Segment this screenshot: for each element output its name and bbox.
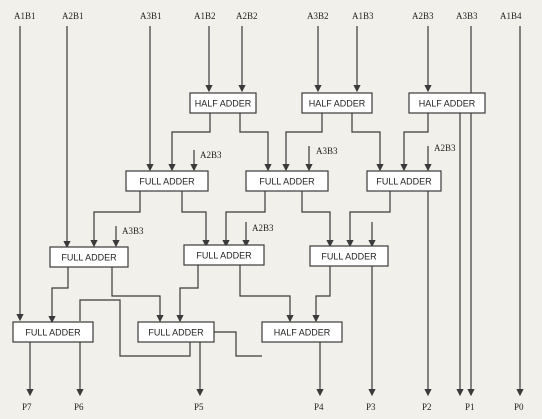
output-label-3: P5 <box>194 402 204 412</box>
svg-text:FULL ADDER: FULL ADDER <box>61 252 117 262</box>
output-label-6: P2 <box>422 402 432 412</box>
input-label-1: A1B1 <box>14 11 36 21</box>
half-adder-2: HALF ADDER <box>301 92 373 114</box>
half-adder-r4: HALF ADDER <box>261 321 343 343</box>
input-label-6: A3B2 <box>307 11 329 21</box>
output-label-1: P7 <box>22 402 32 412</box>
full-adder-r3-3: FULL ADDER <box>309 245 389 267</box>
full-adder-r4-1: FULL ADDER <box>12 321 94 343</box>
side-input-3: A2B3 <box>434 143 456 153</box>
side-input-4: A3B3 <box>122 226 144 236</box>
side-input-1: A2B3 <box>200 150 222 160</box>
output-label-4: P4 <box>314 402 324 412</box>
input-label-10: A1B4 <box>500 11 522 21</box>
svg-text:FULL ADDER: FULL ADDER <box>259 176 315 186</box>
svg-text:FULL ADDER: FULL ADDER <box>321 251 377 261</box>
input-label-7: A1B3 <box>352 11 374 21</box>
output-label-2: P6 <box>74 402 84 412</box>
half-adder-3: HALF ADDER <box>408 92 486 114</box>
full-adder-r2-1: FULL ADDER <box>125 170 209 192</box>
full-adder-r3-1: FULL ADDER <box>49 246 129 268</box>
input-label-2: A2B1 <box>62 11 84 21</box>
full-adder-r4-2: FULL ADDER <box>137 321 215 343</box>
svg-text:FULL ADDER: FULL ADDER <box>376 176 432 186</box>
input-label-8: A2B3 <box>412 11 434 21</box>
side-input-2: A3B3 <box>316 146 338 156</box>
svg-text:FULL ADDER: FULL ADDER <box>25 327 81 337</box>
output-label-7: P1 <box>465 402 475 412</box>
input-label-4: A1B2 <box>194 11 216 21</box>
input-label-5: A2B2 <box>236 11 258 21</box>
svg-text:FULL ADDER: FULL ADDER <box>148 327 204 337</box>
side-input-5: A2B3 <box>252 223 274 233</box>
svg-text:HALF ADDER: HALF ADDER <box>419 98 476 108</box>
svg-text:FULL ADDER: FULL ADDER <box>139 176 195 186</box>
input-label-9: A3B3 <box>456 11 478 21</box>
svg-text:HALF ADDER: HALF ADDER <box>274 327 331 337</box>
full-adder-r2-2: FULL ADDER <box>245 170 329 192</box>
output-label-5: P3 <box>366 402 376 412</box>
svg-text:HALF ADDER: HALF ADDER <box>195 98 252 108</box>
full-adder-r3-2: FULL ADDER <box>183 244 265 266</box>
output-label-8: P0 <box>514 402 524 412</box>
svg-text:HALF ADDER: HALF ADDER <box>309 98 366 108</box>
full-adder-r2-3: FULL ADDER <box>366 170 442 192</box>
svg-text:FULL ADDER: FULL ADDER <box>196 250 252 260</box>
half-adder-1: HALF ADDER <box>189 92 257 114</box>
input-label-3: A3B1 <box>140 11 162 21</box>
